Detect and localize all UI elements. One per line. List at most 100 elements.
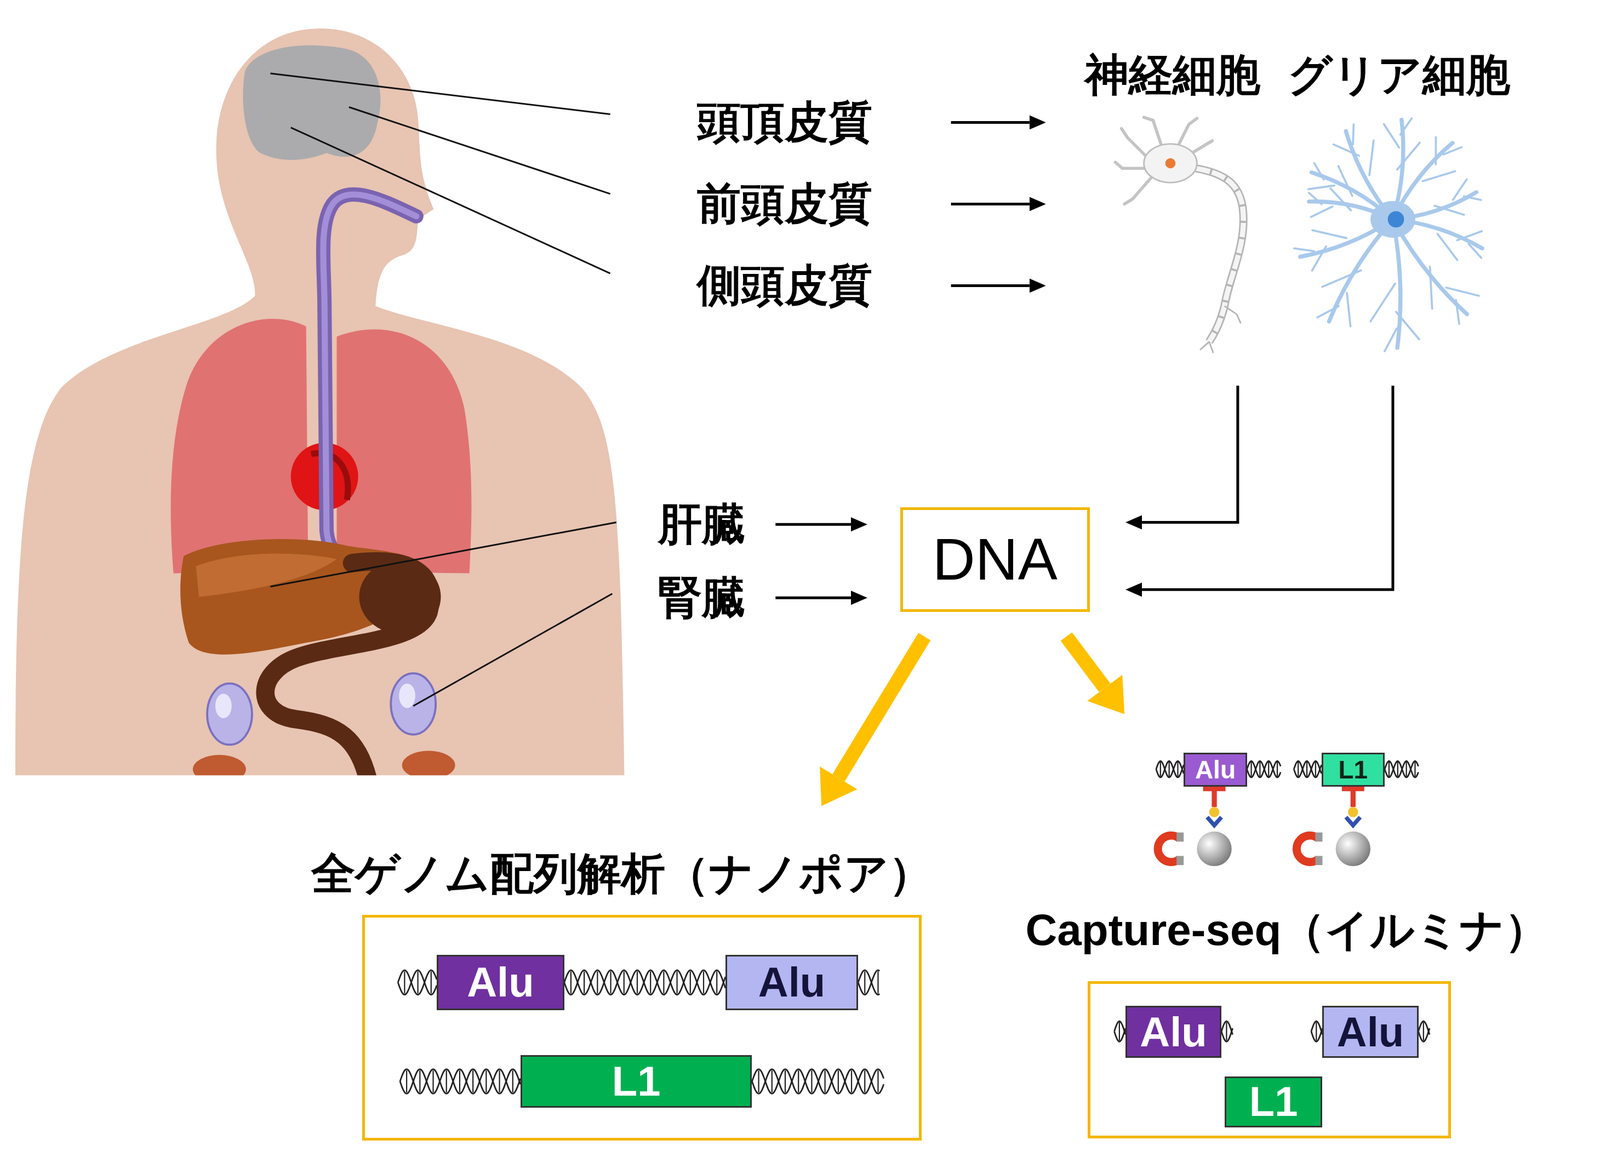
axon [1196, 168, 1244, 342]
helix-strand [1384, 761, 1419, 778]
tissue-label: 肝臓 [658, 500, 746, 549]
leader-line [349, 107, 611, 194]
node-text: 腎臓 [658, 573, 746, 622]
helix-rung [1225, 1022, 1227, 1042]
helix-strand [1293, 761, 1322, 778]
glia-twig [1294, 248, 1314, 251]
node-text: 前頭皮質 [696, 179, 873, 228]
helix-rung [403, 971, 405, 994]
helix-rung [416, 971, 419, 994]
axon-core [1196, 168, 1244, 342]
glia-twig [1314, 163, 1324, 180]
helix-rung [850, 1070, 853, 1093]
element-box: L1 [1224, 1076, 1323, 1128]
magnetic-bead [1196, 831, 1232, 867]
magnet [1157, 835, 1180, 862]
glia-twig [1434, 206, 1465, 215]
helix-rung [432, 1070, 434, 1093]
soma [1144, 144, 1198, 184]
dendrites [1115, 117, 1213, 204]
glia-twig [1437, 233, 1457, 261]
esophagus [323, 194, 417, 560]
human-body [15, 28, 625, 776]
biotin [1209, 807, 1220, 818]
magnetic-bead [1335, 831, 1371, 867]
helix-rung [1118, 1022, 1120, 1042]
streptavidin [1345, 817, 1360, 826]
glia-twig [1369, 140, 1374, 175]
element-box: Alu [1183, 752, 1247, 787]
element-name: L1 [1249, 1081, 1299, 1123]
helix-rung [864, 971, 866, 994]
panel-heading: 全ゲノム配列解析（ナノポア） [311, 849, 933, 899]
node-text: グリア細胞 [1287, 50, 1513, 100]
panel-heading: Capture-seq（イルミナ） [1025, 906, 1550, 955]
arrow-connector [951, 202, 1030, 206]
element-box: Alu [436, 955, 565, 1011]
helix-rung [1168, 762, 1170, 777]
glia-twig [1330, 188, 1351, 211]
arrow-connector [1141, 385, 1238, 523]
kidney [207, 683, 253, 746]
glia-twig [1435, 136, 1438, 165]
helix-rung [1160, 762, 1162, 777]
element-name: Alu [758, 961, 826, 1004]
helix-strand [1156, 761, 1184, 778]
glia-twig [1446, 287, 1479, 296]
helix-rung [716, 971, 718, 994]
tissue-label: 前頭皮質 [696, 179, 873, 228]
body-silhouette [15, 28, 625, 776]
leader-lines [270, 73, 616, 707]
nucleus [1165, 158, 1176, 169]
element-name: L1 [1338, 757, 1368, 783]
helix-rung [1423, 1022, 1425, 1042]
glia-twig [1422, 171, 1455, 182]
helix-rung [1259, 762, 1261, 777]
element-box: Alu [725, 955, 859, 1011]
helix-rung [689, 971, 691, 994]
cell-type: グリア細胞 [1275, 50, 1513, 386]
magnet-tip [1176, 832, 1184, 843]
helix-strand [1384, 761, 1419, 778]
arrow-connector [951, 284, 1030, 288]
element-name: Alu [1336, 1011, 1404, 1054]
helix-strand [400, 1069, 521, 1094]
helix-rung [864, 1070, 866, 1093]
dna-box: DNA [900, 507, 1090, 613]
tissue-label: 側頭皮質 [696, 261, 873, 310]
element-name: Alu [1195, 757, 1236, 783]
glia-twig [1312, 230, 1347, 238]
glia-twig [1333, 144, 1360, 157]
helix-rung [472, 1070, 474, 1093]
helix-rung [1176, 762, 1179, 777]
glia-twig [1396, 311, 1420, 340]
glia-twig [1384, 328, 1397, 352]
tissue-label: 腎臓 [658, 573, 746, 622]
helix-rung [1297, 762, 1299, 777]
esophagus-core [323, 194, 417, 560]
arrow-connector [1141, 385, 1393, 590]
streptavidin [1207, 817, 1222, 826]
helix-rung [485, 1070, 487, 1093]
probe-linker [1203, 789, 1226, 808]
glia-twig [1400, 118, 1412, 135]
glia-twig [1430, 266, 1433, 310]
node-text: 側頭皮質 [696, 261, 873, 310]
glia-twig [1346, 293, 1351, 327]
helix-rung [810, 1070, 813, 1093]
glia-twig [1456, 231, 1482, 240]
glia-twig [1455, 300, 1460, 325]
helix-strand [858, 970, 880, 995]
helix-strand [751, 1069, 884, 1094]
helix-strand [397, 970, 437, 995]
biotin [1347, 807, 1359, 818]
magnet-tip [1176, 855, 1184, 866]
helix-rung [512, 1070, 514, 1093]
helix-rung [771, 1070, 773, 1093]
glia-twig [1443, 147, 1462, 155]
helix-rung [1267, 762, 1270, 777]
helix-rung [676, 971, 678, 994]
helix-rung [649, 971, 651, 994]
helix-rung [1414, 762, 1416, 777]
kidney-highlight [398, 683, 416, 709]
